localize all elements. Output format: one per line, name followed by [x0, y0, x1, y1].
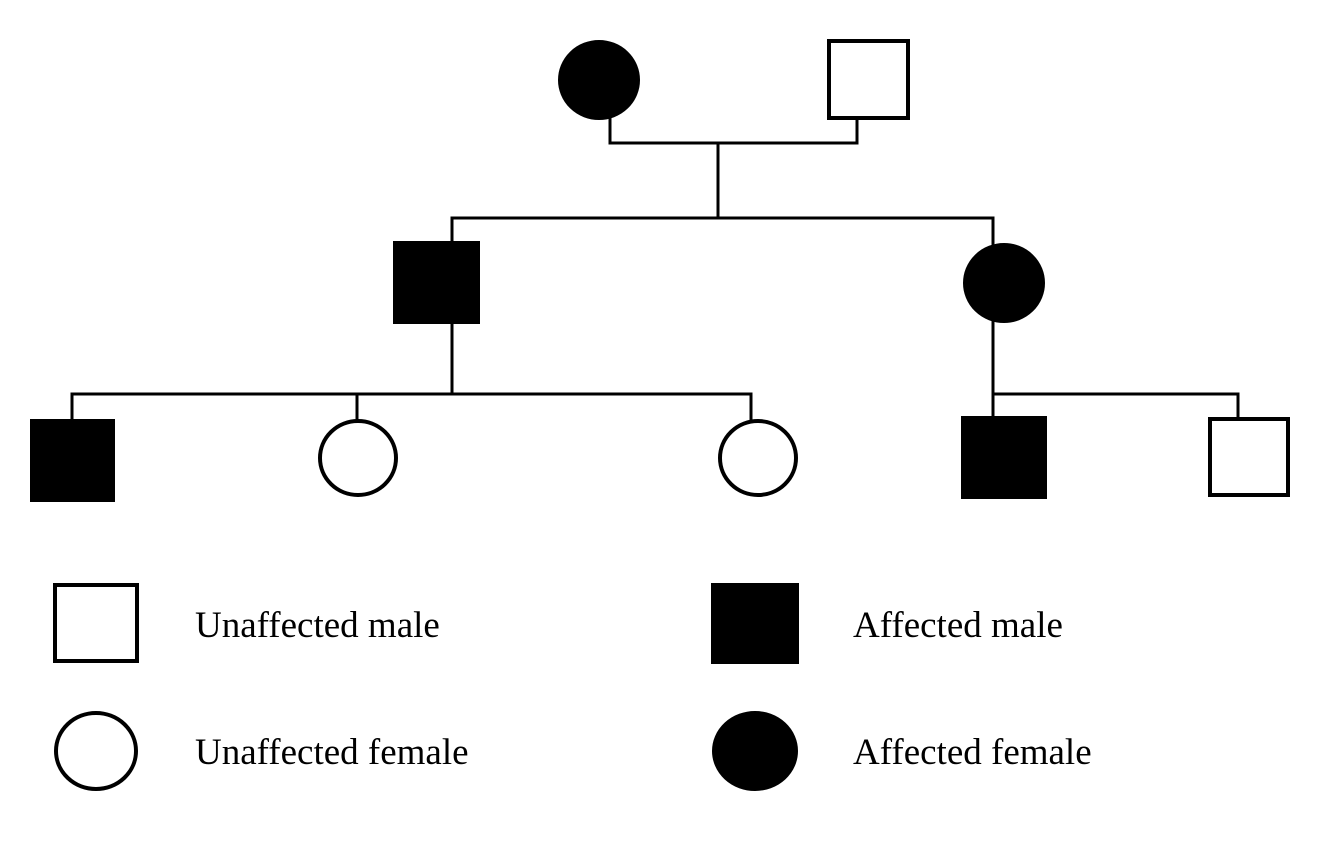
affected-female-symbol-icon	[712, 711, 798, 791]
individual-III-4-affected-male	[961, 416, 1047, 499]
legend-item-unaffected-male: Unaffected male	[53, 583, 440, 663]
legend-item-unaffected-female: Unaffected female	[54, 711, 469, 791]
individual-III-5-unaffected-male	[1208, 417, 1290, 497]
affected-male-symbol-icon	[711, 583, 799, 664]
legend-label-affected-male: Affected male	[853, 605, 1063, 646]
individual-II-2-affected-female	[963, 243, 1045, 323]
legend-label-affected-female: Affected female	[853, 732, 1092, 773]
mating-line-gen1	[608, 116, 859, 145]
individual-II-1-affected-male	[393, 241, 480, 324]
legend: Unaffected male Affected male Unaffected…	[53, 583, 1092, 791]
individual-III-2-unaffected-female	[318, 419, 398, 497]
pedigree-individuals	[30, 39, 1290, 502]
individual-I-1-affected-female	[558, 40, 640, 120]
legend-item-affected-female: Affected female	[712, 711, 1092, 791]
legend-label-unaffected-male: Unaffected male	[195, 605, 440, 646]
unaffected-male-symbol-icon	[53, 583, 139, 663]
individual-III-3-unaffected-female	[718, 419, 798, 497]
pedigree-lines	[70, 116, 1240, 423]
individual-III-1-affected-male	[30, 419, 115, 502]
unaffected-female-symbol-icon	[54, 711, 138, 791]
legend-label-unaffected-female: Unaffected female	[195, 732, 469, 773]
legend-item-affected-male: Affected male	[711, 583, 1063, 664]
individual-I-2-unaffected-male	[827, 39, 910, 120]
